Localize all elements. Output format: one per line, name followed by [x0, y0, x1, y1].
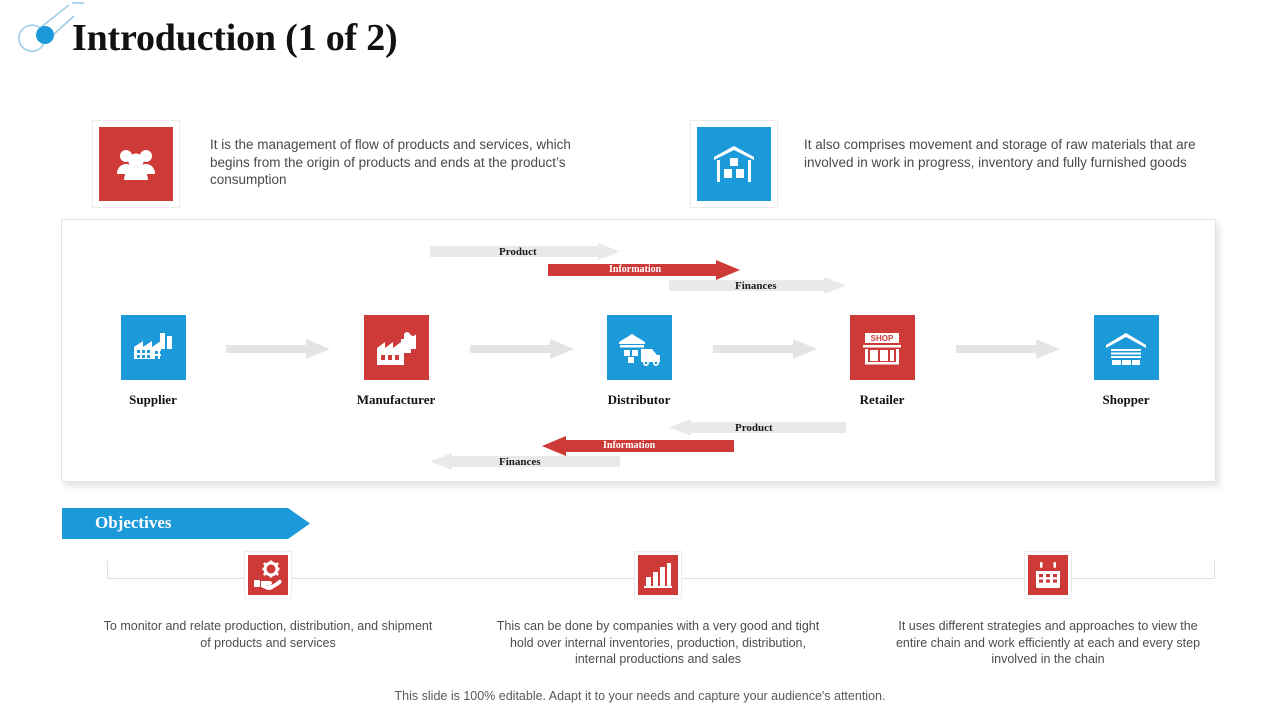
svg-text:SHOP: SHOP	[871, 334, 894, 343]
intro-block-1: It is the management of flow of products…	[92, 120, 612, 208]
chain-node-shopper[interactable]: Shopper	[1061, 315, 1191, 408]
chain-node-retailer[interactable]: SHOP Retailer	[817, 315, 947, 408]
chain-node-label-distributor: Distributor	[607, 392, 671, 407]
flow-arrow-finances-bottom	[430, 453, 620, 470]
calendar-icon	[1024, 551, 1072, 599]
flow-label-information-bottom: Information	[603, 440, 656, 451]
chain-chevron-4	[956, 339, 1060, 359]
flow-label-product-top: Product	[499, 246, 537, 258]
objectives-banner-label: Objectives	[95, 513, 172, 532]
people-group-icon	[92, 120, 180, 208]
objective-text-3: It uses different strategies and approac…	[895, 619, 1201, 666]
objective-text-2: This can be done by companies with a ver…	[496, 619, 820, 666]
factory-icon	[120, 315, 186, 380]
objective-text-1: To monitor and relate production, distri…	[103, 619, 433, 650]
objectives-banner: Objectives	[62, 508, 310, 539]
objective-item-1[interactable]: To monitor and relate production, distri…	[103, 551, 433, 651]
flow-label-information-top: Information	[609, 264, 662, 275]
page-title: Introduction (1 of 2)	[72, 17, 398, 59]
flow-label-finances-bottom: Finances	[499, 456, 541, 468]
warehouse-icon	[1093, 315, 1159, 380]
intro-text-1: It is the management of flow of products…	[210, 137, 571, 187]
chain-node-manufacturer[interactable]: Manufacturer	[331, 315, 461, 408]
flow-arrow-information-bottom	[542, 436, 734, 456]
chain-node-label-manufacturer: Manufacturer	[356, 392, 436, 407]
chain-node-distributor[interactable]: Distributor	[574, 315, 704, 408]
flow-arrow-product-top	[430, 243, 620, 260]
pin-decoration-icon	[14, 2, 86, 58]
warehouse-boxes-icon	[690, 120, 778, 208]
objective-item-2[interactable]: This can be done by companies with a ver…	[493, 551, 823, 668]
intro-text-2: It also comprises movement and storage o…	[804, 137, 1196, 170]
warehouse-truck-icon	[606, 315, 672, 380]
flow-arrow-finances-top	[669, 277, 846, 294]
flow-label-finances-top: Finances	[735, 280, 777, 292]
chain-chevron-3	[713, 339, 817, 359]
factory-icon	[363, 315, 429, 380]
chain-chevron-2	[470, 339, 574, 359]
chain-node-label-retailer: Retailer	[859, 392, 905, 407]
flow-arrow-information-top	[548, 260, 740, 280]
supply-chain-diagram-panel: Product Information Finances	[61, 219, 1216, 482]
bar-chart-icon	[634, 551, 682, 599]
chain-node-supplier[interactable]: Supplier	[88, 315, 218, 408]
footer-note: This slide is 100% editable. Adapt it to…	[394, 689, 886, 703]
flow-arrow-product-bottom	[669, 419, 846, 436]
intro-block-2: It also comprises movement and storage o…	[690, 120, 1220, 208]
objective-item-3[interactable]: It uses different strategies and approac…	[883, 551, 1213, 668]
shop-storefront-icon: SHOP	[849, 315, 915, 380]
chain-node-label-shopper: Shopper	[1102, 392, 1150, 407]
objectives-connector-tick-left	[107, 561, 108, 579]
objectives-connector-tick-right	[1214, 561, 1215, 579]
chain-chevron-1	[226, 339, 330, 359]
flow-label-product-bottom: Product	[735, 422, 773, 434]
chain-node-label-supplier: Supplier	[129, 392, 177, 407]
hand-gear-icon	[244, 551, 292, 599]
